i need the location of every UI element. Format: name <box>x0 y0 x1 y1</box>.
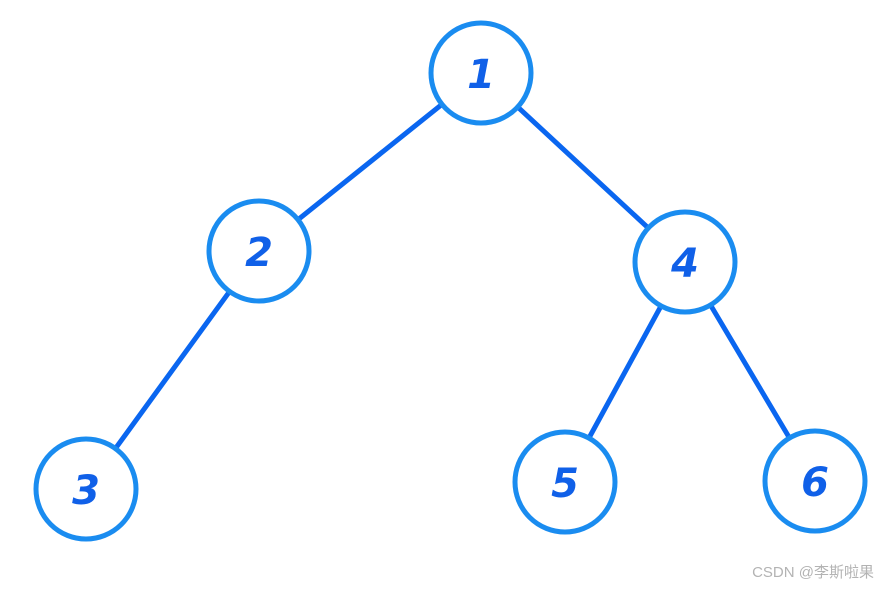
watermark: CSDN @李斯啦果 <box>752 564 874 581</box>
tree-node-6: 6 <box>762 428 868 534</box>
tree-node-5: 5 <box>512 429 618 535</box>
node-label: 4 <box>670 241 699 287</box>
tree-node-4: 4 <box>632 209 738 315</box>
tree-node-1: 1 <box>428 20 534 126</box>
edge-n2-n3 <box>114 290 231 450</box>
tree-edges <box>114 103 791 450</box>
node-circle <box>512 429 618 535</box>
node-label: 3 <box>72 468 100 514</box>
node-label: 1 <box>467 52 495 98</box>
tree-node-2: 2 <box>206 198 312 304</box>
node-circle <box>762 428 868 534</box>
node-circle <box>428 20 534 126</box>
node-label: 2 <box>245 230 273 276</box>
node-label: 6 <box>801 460 829 506</box>
node-circle <box>206 198 312 304</box>
tree-node-3: 3 <box>33 436 139 542</box>
edge-n1-n4 <box>516 105 650 230</box>
edge-n4-n5 <box>587 305 663 439</box>
node-circle <box>33 436 139 542</box>
edge-n1-n2 <box>297 103 443 221</box>
node-label: 5 <box>551 461 579 507</box>
node-circle <box>632 209 738 315</box>
edge-n4-n6 <box>709 304 791 439</box>
tree-nodes: 1 2 4 3 5 6 <box>33 20 868 542</box>
